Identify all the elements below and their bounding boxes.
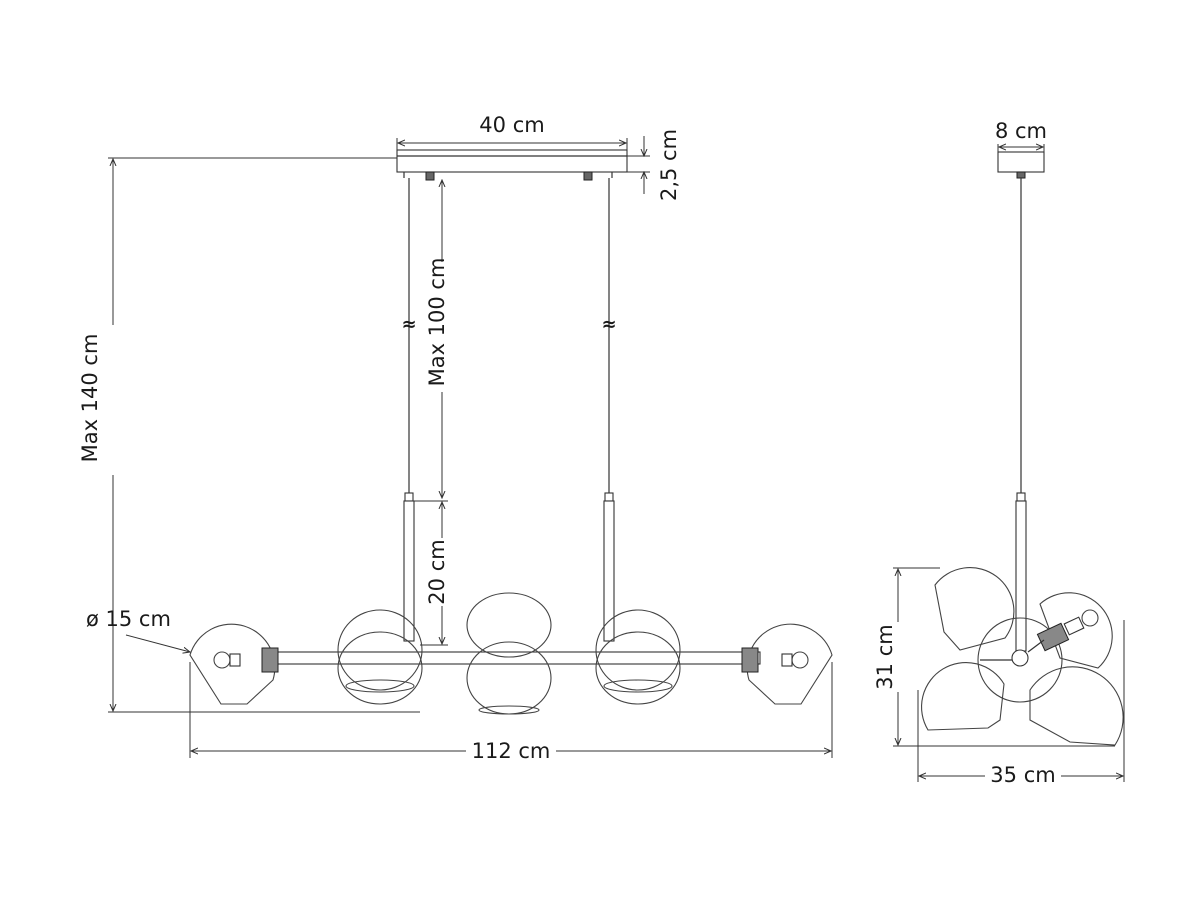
total-width-label: 112 cm <box>472 739 551 763</box>
side-height-label: 31 cm <box>873 624 897 689</box>
cable-break-symbol-left: ≈ <box>401 314 416 335</box>
globe-left-middle-back <box>337 609 423 691</box>
side-suspension <box>1015 178 1027 652</box>
suspension-cables: ≈ ≈ <box>401 178 617 502</box>
canopy-height-dimension: 2,5 cm <box>627 129 681 201</box>
side-depth-dimension: 35 cm <box>917 620 1125 788</box>
globe-left-end <box>189 623 276 705</box>
cable-length-dimension: Max 100 cm <box>425 180 456 498</box>
bulb-icon <box>1036 609 1099 652</box>
side-depth-label: 35 cm <box>990 763 1055 787</box>
suspension-rods <box>403 500 615 642</box>
total-height-label: Max 140 cm <box>78 334 102 463</box>
side-height-dimension: 31 cm <box>873 567 1115 747</box>
bulb-icon <box>213 647 279 673</box>
total-width-dimension: 112 cm <box>189 662 833 764</box>
globe-right-middle-front <box>595 631 681 705</box>
globe-diameter-callout: ø 15 cm <box>86 607 190 652</box>
side-globe-top-left <box>934 567 1015 651</box>
canopy-height-label: 2,5 cm <box>657 129 681 201</box>
globe-center-top <box>466 592 552 658</box>
ceiling-canopy <box>396 149 628 181</box>
canopy-width-label: 40 cm <box>479 113 544 137</box>
globe-right-end <box>746 623 833 705</box>
cable-length-label: Max 100 cm <box>425 258 449 387</box>
rod-length-dimension: 20 cm <box>414 500 456 646</box>
glass-globes <box>189 592 833 715</box>
side-globe-bottom-left <box>921 662 1005 731</box>
front-view: 40 cm 2,5 cm ≈ ≈ Max 100 cm <box>78 113 833 764</box>
side-globe-bottom-right <box>1029 666 1124 746</box>
globe-diameter-label: ø 15 cm <box>86 607 171 631</box>
side-globe-center <box>977 617 1063 703</box>
side-view: 8 cm <box>873 119 1125 788</box>
side-canopy-diameter-label: 8 cm <box>995 119 1047 143</box>
total-height-dimension: Max 140 cm <box>78 157 420 713</box>
canopy-width-dimension: 40 cm <box>396 113 628 150</box>
side-globe-top-right <box>1039 592 1113 669</box>
bulb-icon <box>741 647 809 673</box>
globe-left-middle-front <box>337 631 423 705</box>
rod-length-label: 20 cm <box>425 539 449 604</box>
cable-break-symbol-right: ≈ <box>601 314 616 335</box>
globe-right-middle-back <box>595 609 681 691</box>
side-globe-cluster <box>921 567 1124 746</box>
horizontal-arm <box>269 651 761 665</box>
side-canopy: 8 cm <box>995 119 1047 179</box>
